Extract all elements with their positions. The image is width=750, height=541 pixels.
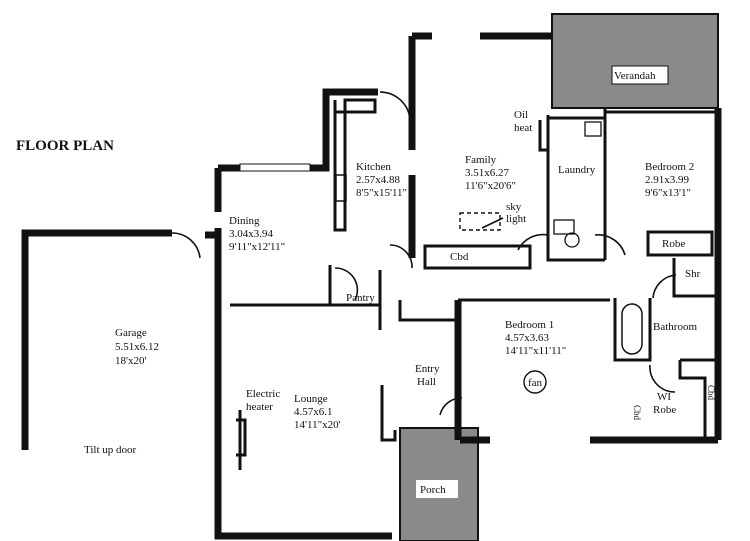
verandah-area xyxy=(551,13,719,109)
bedroom2-label: Bedroom 2 2.91x3.99 9'6"x13'1" xyxy=(645,161,697,199)
verandah-label: Verandah xyxy=(614,70,656,82)
garage-label: Garage 5.51x6.12 18'x20' xyxy=(115,327,162,367)
electric-heater-label: Electric heater xyxy=(246,388,283,413)
cbd-wi-label: Cbd xyxy=(632,405,642,421)
porch-area xyxy=(399,427,479,541)
cbd-family-label: Cbd xyxy=(450,251,469,263)
robe-label: Robe xyxy=(662,238,685,250)
kitchen-label: Kitchen 2.57x4.88 8'5"x15'11" xyxy=(356,161,407,199)
walls xyxy=(214,32,722,540)
lounge-label: Lounge 4.57x6.1 14'11"x20' xyxy=(294,393,341,431)
fan-label: fan xyxy=(528,377,543,389)
garage xyxy=(21,229,215,450)
bathroom-label: Bathroom xyxy=(653,321,697,333)
family-label: Family 3.51x6.27 11'6"x20'6" xyxy=(465,154,516,192)
shower-label: Shr xyxy=(685,268,701,280)
bedroom1-label: Bedroom 1 4.57x3.63 14'11"x11'11" xyxy=(505,319,566,357)
tilt-up-door-label: Tilt up door xyxy=(84,444,137,456)
cbd-bath-label: Cbd xyxy=(706,385,716,401)
entry-hall-label: Entry Hall xyxy=(415,363,442,388)
skylight-label: sky light xyxy=(506,201,526,225)
porch-label: Porch xyxy=(420,484,446,496)
laundry-label: Laundry xyxy=(558,164,596,176)
pantry-label: Pantry xyxy=(346,292,375,304)
oil-heat-label: Oil heat xyxy=(514,109,532,134)
dining-label: Dining 3.04x3.94 9'11"x12'11" xyxy=(229,215,285,253)
wi-robe-label: WI Robe xyxy=(653,391,676,416)
plan-title: FLOOR PLAN xyxy=(16,138,114,154)
